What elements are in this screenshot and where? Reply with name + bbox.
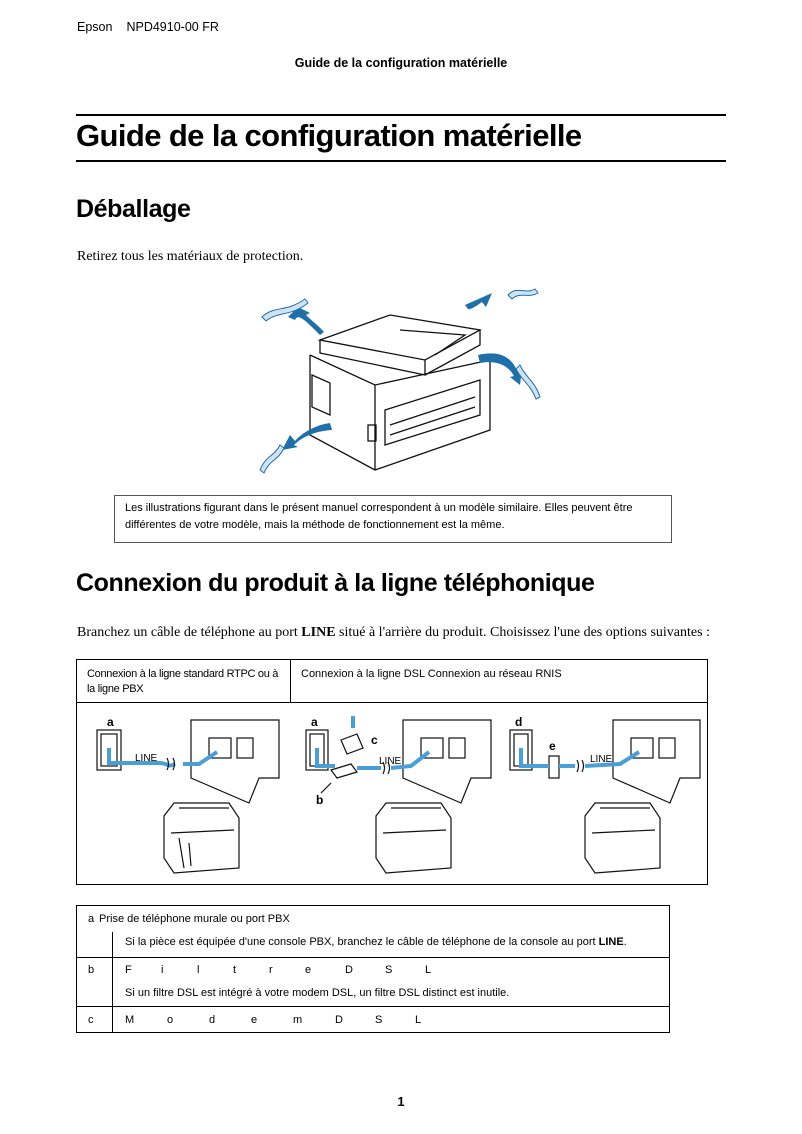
option-pstn-line-1: Connexion à la ligne standard RTPC ou à [87,668,279,680]
section-heading-phone-line: Connexion du produit à la ligne téléphon… [76,569,595,597]
label-d: d [515,715,522,729]
legend-b-title: F i l t r e D S L [125,964,445,976]
brand-name: Epson [77,20,113,34]
isdn-connection-diagram: d e LINE [509,715,701,874]
legend-c-char: e [251,1014,258,1026]
legend-divider-bc [112,957,113,1033]
note-line-2: différentes de votre modèle, mais la mét… [125,519,505,531]
line-port-label: LINE [135,753,158,764]
illustration-note: Les illustrations figurant dans le prése… [114,495,672,543]
legend-letter-c: c [88,1014,94,1026]
line-port-label: LINE [590,754,613,765]
intro-line-port: LINE [301,625,336,640]
printer-unpacking-illustration [259,288,541,474]
legend-b-char: r [269,964,273,976]
document-code: NPD4910-00 FR [126,20,219,34]
table-row-divider [77,702,707,703]
legend-table: a Prise de téléphone murale ou port PBX … [76,905,670,1033]
option-pstn-pbx-header: Connexion à la ligne standard RTPC ou à … [87,667,278,697]
legend-a-desc-end: . [623,936,627,948]
legend-b-description: Si un filtre DSL est intégré à votre mod… [125,987,510,999]
legend-b-char: e [305,964,312,976]
running-header: Epson NPD4910-00 FR [77,20,219,34]
legend-c-title: M o d e m D S L [125,1014,435,1026]
legend-c-char: M [125,1014,135,1026]
unpacking-instruction: Retirez tous les matériaux de protection… [77,249,304,264]
legend-b-char: D [345,964,353,976]
phone-section-intro: Branchez un câble de téléphone au port L… [77,625,710,641]
legend-b-char: l [197,964,200,976]
legend-a-line-port: LINE [598,936,624,948]
label-a: a [311,715,318,729]
legend-divider-a [112,932,113,957]
legend-a-description: Si la pièce est équipée d'une console PB… [125,936,627,948]
line-port-label: LINE [379,756,402,767]
pstn-connection-diagram: a LINE [96,715,280,874]
legend-b-char: F [125,964,132,976]
legend-a-desc-text: Si la pièce est équipée d'une console PB… [125,936,599,948]
running-title: Guide de la configuration matérielle [294,56,508,70]
legend-c-char: D [335,1014,343,1026]
label-b: b [316,793,323,807]
legend-c-char: o [167,1014,174,1026]
dsl-connection-diagram: a c b LINE [305,715,492,874]
title-rule-bottom [76,160,726,162]
legend-letter-b: b [88,964,95,976]
title-rule-top [76,114,726,116]
option-dsl-isdn-header: Connexion à la ligne DSL Connexion au ré… [301,668,562,680]
table-column-divider [290,660,291,702]
page-title: Guide de la configuration matérielle [76,118,582,153]
label-a: a [107,715,114,729]
legend-letter-a: a [88,913,95,925]
page-number: 1 [397,1094,405,1109]
legend-b-char: t [233,964,237,976]
legend-c-char: d [209,1014,216,1026]
intro-text-end: situé à l'arrière du produit. Choisissez… [335,625,710,640]
legend-c-char: S [375,1014,383,1026]
legend-a-title: Prise de téléphone murale ou port PBX [99,913,290,925]
legend-separator-1 [77,957,669,958]
label-c: c [371,733,378,747]
intro-text-start: Branchez un câble de téléphone au port [77,625,302,640]
option-pstn-line-2: la ligne PBX [87,683,144,695]
legend-b-char: S [385,964,393,976]
note-line-1: Les illustrations figurant dans le prése… [125,502,633,514]
legend-c-char: L [415,1014,422,1026]
legend-b-char: L [425,964,432,976]
section-heading-unpacking: Déballage [76,195,191,223]
label-e: e [549,739,556,753]
legend-c-char: m [293,1014,303,1026]
connection-options-table: Connexion à la ligne standard RTPC ou à … [76,659,708,885]
legend-b-char: i [161,964,164,976]
legend-separator-2 [77,1006,669,1007]
